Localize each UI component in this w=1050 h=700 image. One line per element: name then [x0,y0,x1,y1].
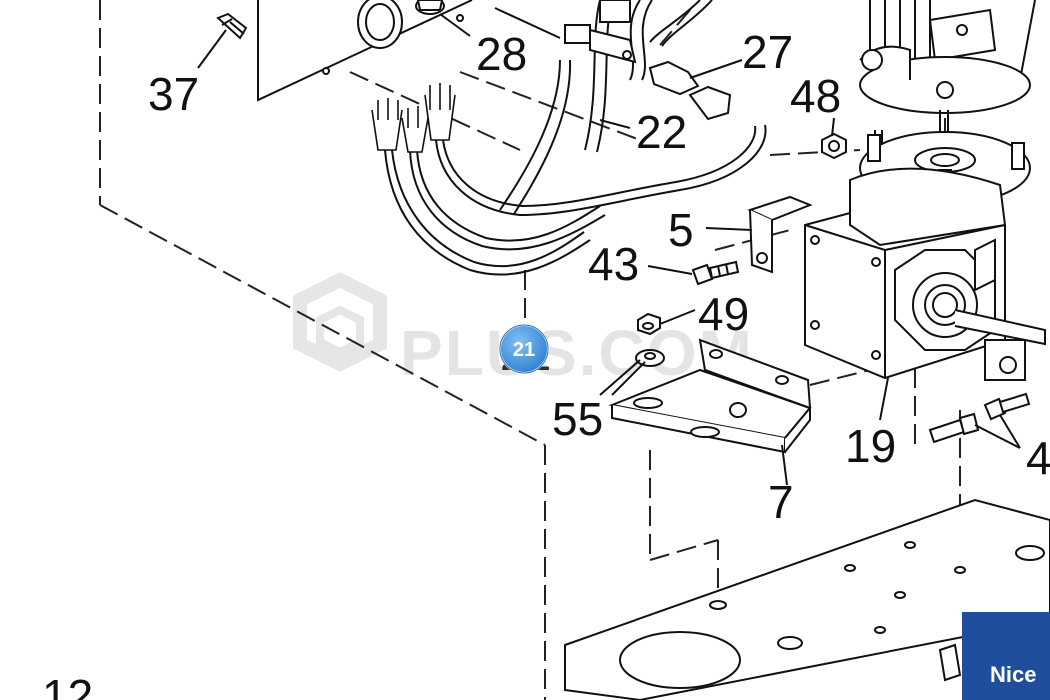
part-label-7: 7 [768,476,794,528]
part-label-55: 55 [552,393,603,445]
hotspot-label: 21 [513,339,535,361]
bracket-5 [747,195,813,274]
part-label-5: 5 [668,204,694,256]
fitting-28 [415,0,445,15]
part-label-43: 43 [588,238,639,290]
bolt-43 [691,260,740,286]
part-label-37: 37 [148,68,199,120]
nice-logo: Nice [962,612,1050,700]
mounting-bracket-7 [608,338,812,454]
hotspot-marker-21[interactable]: 21 [499,324,549,374]
gearbox-19 [804,167,1046,381]
part-label-28: 28 [476,28,527,80]
part-label-12: 12 [42,670,93,700]
part-label-49: 49 [698,288,749,340]
part-label-22: 22 [636,106,687,158]
wire-terminals [371,83,456,153]
part-label-48: 48 [790,70,841,122]
connector-27 [494,0,732,121]
part-label-19: 19 [845,420,896,472]
washer-55 [635,349,665,367]
cover-plate [257,0,473,102]
part-label-4: 4 [1026,432,1050,484]
nut-49 [637,312,661,336]
bolts-4 [928,392,1031,444]
leader-lines [197,13,1021,486]
base-plate-12 [564,498,1050,700]
nut-48 [821,132,847,160]
screw-37 [216,12,248,40]
motor-unit [859,0,1036,165]
part-label-27: 27 [742,26,793,78]
nice-logo-text: Nice [990,662,1036,687]
